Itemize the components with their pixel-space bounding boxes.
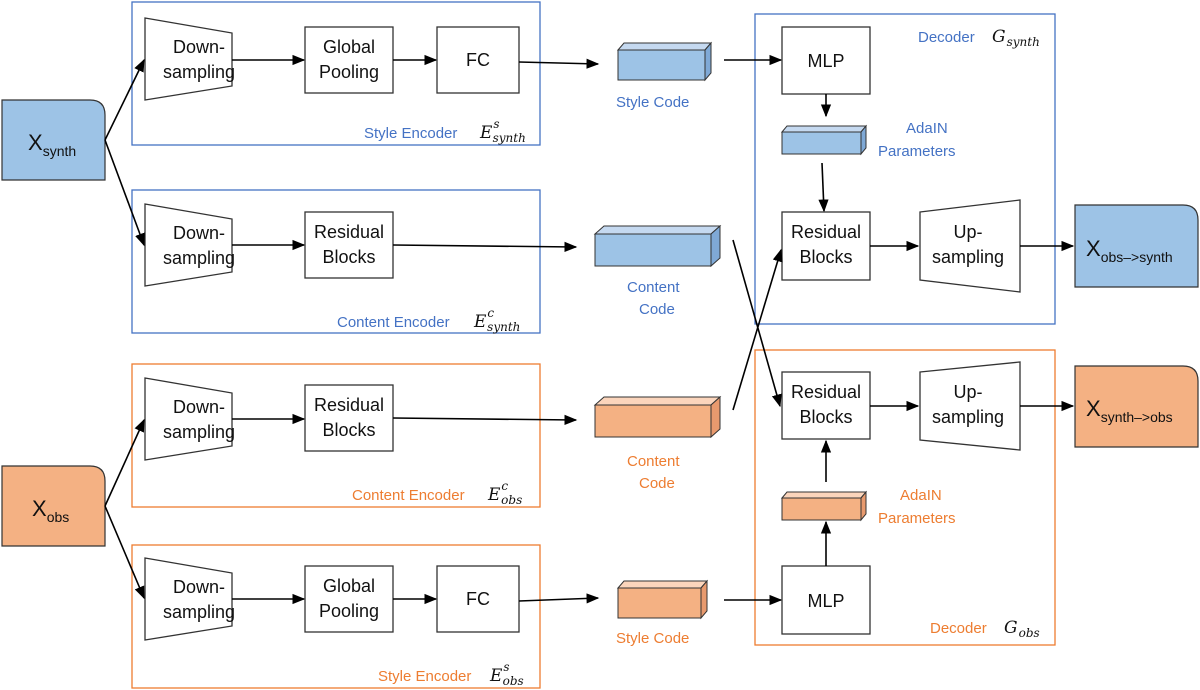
svg-text:Xobs: Xobs	[32, 496, 69, 525]
fc-block: FC	[436, 565, 520, 633]
svg-text:Xobs–>synth: Xobs–>synth	[1086, 236, 1173, 265]
upsampling-block: Up- sampling	[919, 361, 1021, 451]
svg-text:Blocks: Blocks	[799, 407, 852, 427]
adain-obs-tensor	[780, 490, 868, 522]
style-encoder-obs-caption: Style Encoder	[378, 668, 471, 685]
svg-text:Down-: Down-	[173, 37, 225, 57]
content-code-obs-tensor	[593, 395, 722, 439]
content-code-obs-label-2: Code	[639, 475, 675, 492]
residual-blocks-block: Residual Blocks	[781, 211, 871, 281]
residual-blocks-block: Residual Blocks	[304, 211, 394, 279]
svg-text:Global: Global	[323, 37, 375, 57]
adain-synth-tensor	[780, 124, 868, 156]
svg-text:sampling: sampling	[163, 422, 235, 442]
mlp-block: MLP	[781, 26, 871, 95]
content-encoder-synth-caption: Content Encoder	[337, 314, 450, 331]
svg-text:sampling: sampling	[163, 602, 235, 622]
adain-synth-label-1: AdaIN	[906, 120, 948, 137]
content-encoder-obs-frame	[131, 363, 541, 508]
downsampling-block: Down- sampling	[144, 17, 235, 101]
svg-text:Global: Global	[323, 576, 375, 596]
style-code-obs-label: Style Code	[616, 630, 689, 647]
svg-text:Blocks: Blocks	[322, 420, 375, 440]
svg-text:sampling: sampling	[932, 247, 1004, 267]
svg-text:Xsynth: Xsynth	[28, 130, 76, 159]
adain-obs-label-2: Parameters	[878, 510, 956, 527]
downsampling-block: Down- sampling	[144, 377, 235, 461]
svg-text:Pooling: Pooling	[319, 601, 379, 621]
adain-obs-label-1: AdaIN	[900, 487, 942, 504]
svg-text:FC: FC	[466, 589, 490, 609]
residual-blocks-block: Residual Blocks	[781, 371, 871, 440]
svg-text:MLP: MLP	[807, 591, 844, 611]
svg-text:Residual: Residual	[314, 395, 384, 415]
style-code-synth-label: Style Code	[616, 94, 689, 111]
adain-synth-label-2: Parameters	[878, 143, 956, 160]
svg-text:sampling: sampling	[163, 248, 235, 268]
svg-text:Down-: Down-	[173, 397, 225, 417]
content-code-synth-label-1: Content	[627, 279, 680, 296]
input-x-synth: Xsynth	[1, 99, 106, 181]
mlp-block: MLP	[781, 565, 871, 635]
svg-text:Down-: Down-	[173, 577, 225, 597]
svg-text:Residual: Residual	[791, 222, 861, 242]
style-code-obs-tensor	[616, 579, 709, 620]
fc-block: FC	[436, 26, 520, 94]
global-pooling-block: Global Pooling	[304, 565, 394, 633]
svg-text:Up-: Up-	[953, 222, 982, 242]
decoder-synth-symbol: Gsynth	[992, 27, 1040, 49]
svg-text:Pooling: Pooling	[319, 62, 379, 82]
downsampling-block: Down- sampling	[144, 557, 235, 641]
decoder-obs-frame	[754, 349, 1056, 646]
svg-text:Blocks: Blocks	[799, 247, 852, 267]
style-code-synth-tensor	[616, 41, 713, 82]
connection-arrows	[104, 54, 1075, 606]
style-encoder-synth-frame	[131, 1, 541, 146]
svg-text:Xsynth–>obs: Xsynth–>obs	[1086, 396, 1173, 425]
svg-text:Down-: Down-	[173, 223, 225, 243]
svg-text:Residual: Residual	[791, 382, 861, 402]
content-code-obs-label-1: Content	[627, 453, 680, 470]
svg-text:sampling: sampling	[163, 62, 235, 82]
content-code-synth-tensor	[593, 224, 722, 268]
residual-blocks-block: Residual Blocks	[304, 384, 394, 452]
decoder-obs-symbol: Gobs	[1004, 618, 1040, 640]
svg-text:FC: FC	[466, 50, 490, 70]
svg-text:Up-: Up-	[953, 382, 982, 402]
decoder-synth-frame	[754, 13, 1056, 325]
decoder-obs-caption: Decoder	[930, 620, 987, 637]
svg-text:MLP: MLP	[807, 51, 844, 71]
global-pooling-block: Global Pooling	[304, 26, 394, 94]
output-x-synth-obs: Xsynth–>obs	[1074, 365, 1199, 448]
output-x-obs-synth: Xobs–>synth	[1074, 204, 1199, 288]
upsampling-block: Up- sampling	[919, 199, 1021, 293]
content-code-synth-label-2: Code	[639, 301, 675, 318]
downsampling-block: Down- sampling	[144, 203, 235, 287]
svg-text:sampling: sampling	[932, 407, 1004, 427]
svg-text:Residual: Residual	[314, 222, 384, 242]
content-encoder-synth-frame	[131, 189, 541, 334]
style-encoder-obs-frame	[131, 544, 541, 689]
decoder-synth-caption: Decoder	[918, 29, 975, 46]
style-encoder-synth-caption: Style Encoder	[364, 125, 457, 142]
input-x-obs: Xobs	[1, 465, 106, 547]
svg-text:Blocks: Blocks	[322, 247, 375, 267]
content-encoder-obs-caption: Content Encoder	[352, 487, 465, 504]
